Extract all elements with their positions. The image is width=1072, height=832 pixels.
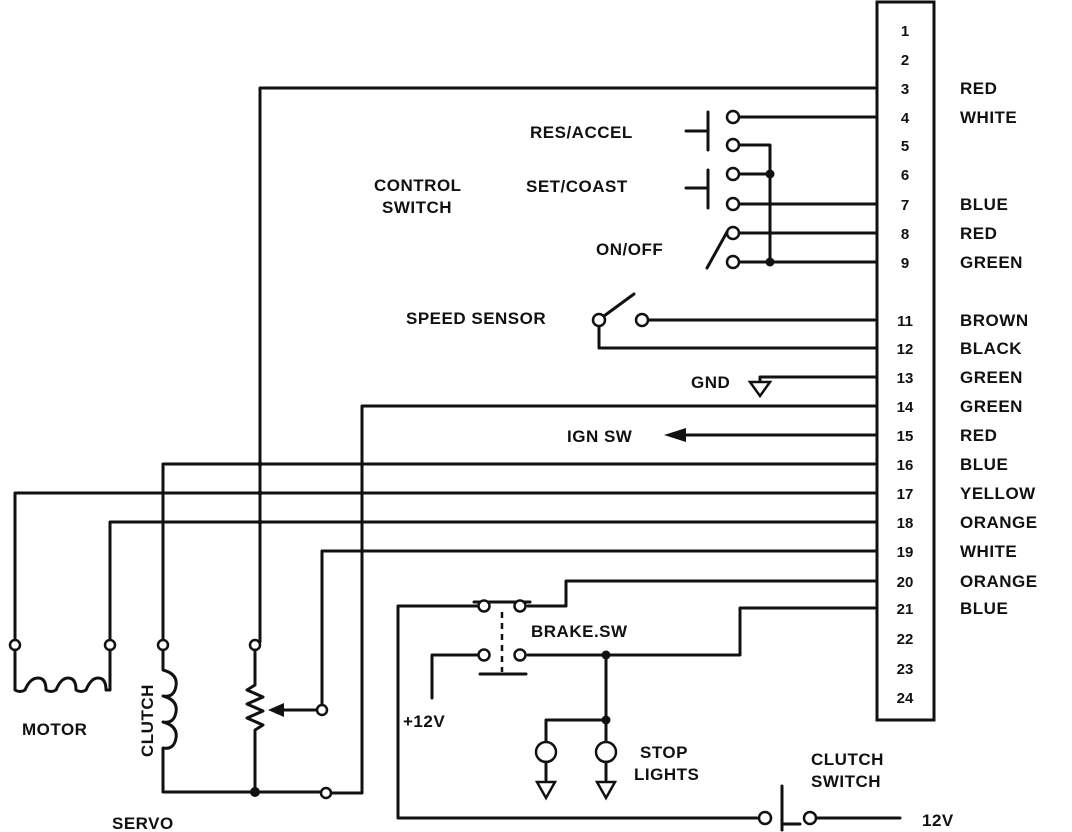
wire-color-label: WHITE xyxy=(960,108,1017,127)
v12-label: 12V xyxy=(922,811,954,830)
pin-number: 15 xyxy=(897,428,914,445)
connector-block xyxy=(875,0,936,722)
pin-number: 23 xyxy=(897,661,914,678)
terminal-4 xyxy=(725,109,741,125)
pin-number: 8 xyxy=(901,226,909,243)
speed-sensor-terminal-a xyxy=(591,312,607,328)
ign-sw: IGN SW xyxy=(567,427,686,446)
stop-lights-label-1: STOP xyxy=(640,743,688,762)
clutch-switch-label-2: SWITCH xyxy=(811,772,881,791)
clutch-switch: CLUTCH SWITCH 12V xyxy=(757,750,954,832)
wire-color-label: BLUE xyxy=(960,195,1008,214)
terminal-6 xyxy=(725,166,741,182)
pin-number: 19 xyxy=(897,544,914,561)
wire-color-label: ORANGE xyxy=(960,513,1038,532)
pin-number: 13 xyxy=(897,370,914,387)
pin-number: 14 xyxy=(897,399,914,416)
wire-color-label: BROWN xyxy=(960,311,1029,330)
motor-label: MOTOR xyxy=(22,720,87,739)
ign-sw-label: IGN SW xyxy=(567,427,633,446)
pin-number: 12 xyxy=(897,341,914,358)
brake-switch: BRAKE.SW +12V xyxy=(403,599,628,731)
wire-color-label: BLACK xyxy=(960,339,1022,358)
stop-light-bulb-right xyxy=(594,740,618,764)
pin-number: 16 xyxy=(897,457,914,474)
stop-lights-label-2: LIGHTS xyxy=(634,765,699,784)
speed-sensor-terminal-b xyxy=(634,312,650,328)
res-accel-label: RES/ACCEL xyxy=(530,123,633,142)
pin-number: 17 xyxy=(897,486,914,503)
wire-color-label: GREEN xyxy=(960,253,1023,272)
speed-sensor: SPEED SENSOR xyxy=(406,292,650,328)
pin-number: 4 xyxy=(901,110,910,127)
pin-number: 22 xyxy=(897,631,914,648)
terminal-9 xyxy=(725,254,741,270)
wires xyxy=(13,86,902,820)
terminal-8 xyxy=(725,225,741,241)
brake-sw-label: BRAKE.SW xyxy=(531,622,628,641)
speed-sensor-label: SPEED SENSOR xyxy=(406,309,546,328)
ground-symbol: GND xyxy=(691,373,773,399)
wire-color-label: RED xyxy=(960,79,997,98)
pin-number: 9 xyxy=(901,255,909,272)
pin-number: 11 xyxy=(897,313,913,330)
pin-number: 2 xyxy=(901,52,909,69)
control-switch: RES/ACCEL SET/COAST CONTROL SWITCH ON/OF… xyxy=(374,109,775,270)
pin-number: 3 xyxy=(901,81,909,98)
set-coast-label: SET/COAST xyxy=(526,177,628,196)
wire-color-label: BLUE xyxy=(960,599,1008,618)
control-switch-label-1: CONTROL xyxy=(374,176,462,195)
wire-color-label: RED xyxy=(960,426,997,445)
pin-number: 21 xyxy=(897,601,914,618)
on-off-label: ON/OFF xyxy=(596,240,663,259)
stop-lights: STOP LIGHTS xyxy=(534,715,699,801)
wire-colors: RED WHITE BLUE RED GREEN BROWN BLACK GREEN GREEN… xyxy=(960,79,1038,618)
gnd-label: GND xyxy=(691,373,730,392)
control-switch-label-2: SWITCH xyxy=(382,198,452,217)
plus12v-label: +12V xyxy=(403,712,445,731)
pin-number: 18 xyxy=(897,515,914,532)
terminal-7 xyxy=(725,196,741,212)
pin-number: 7 xyxy=(901,197,909,214)
clutch-label: CLUTCH xyxy=(138,684,157,757)
wire-color-label: RED xyxy=(960,224,997,243)
wire-color-label: WHITE xyxy=(960,542,1017,561)
junction-marks xyxy=(257,461,263,525)
servo-label: SERVO xyxy=(112,814,174,832)
wire-color-label: YELLOW xyxy=(960,484,1036,503)
wire-color-label: GREEN xyxy=(960,368,1023,387)
terminal-5 xyxy=(725,137,741,153)
servo: MOTOR CLUTCH SERVO xyxy=(8,638,333,832)
pin-number: 1 xyxy=(901,23,909,40)
wire-color-label: BLUE xyxy=(960,455,1008,474)
wire-color-label: GREEN xyxy=(960,397,1023,416)
wire-color-label: ORANGE xyxy=(960,572,1038,591)
pin-number: 20 xyxy=(897,574,914,591)
clutch-switch-label-1: CLUTCH xyxy=(811,750,884,769)
pin-number: 5 xyxy=(901,138,909,155)
pin-number: 24 xyxy=(897,690,914,707)
stop-light-bulb-left xyxy=(534,740,558,764)
pin-number: 6 xyxy=(901,167,909,184)
